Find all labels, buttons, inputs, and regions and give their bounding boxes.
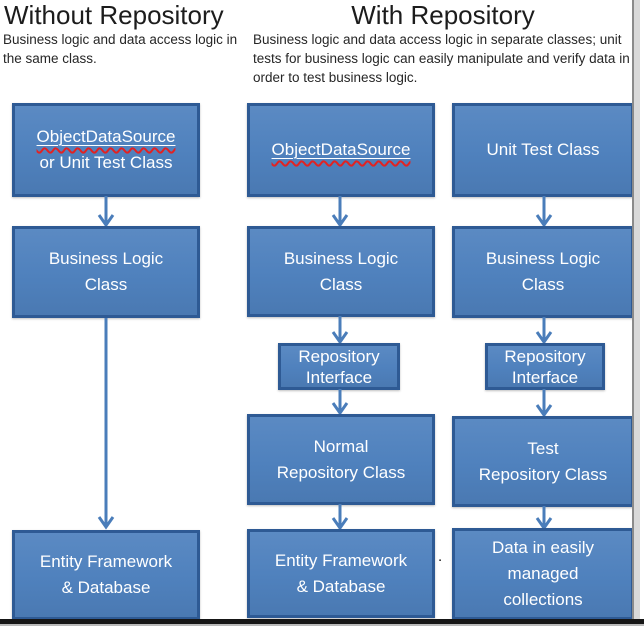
arrow-down-icon: [331, 504, 349, 531]
arrow-down-icon: [535, 317, 553, 345]
box-business-logic-class-normal: Business Logic Class: [247, 226, 435, 317]
box-entity-framework-database-without: Entity Framework & Database: [12, 530, 200, 620]
box-repository-interface-normal: Repository Interface: [278, 343, 400, 390]
box-repository-interface-test: Repository Interface: [485, 343, 605, 390]
spellcheck-underline: ObjectDataSource: [36, 127, 176, 146]
arrow-down-long-icon: [97, 318, 115, 530]
box-test-repository-class: Test Repository Class: [452, 416, 634, 507]
stray-period-mark: .: [438, 548, 443, 565]
arrow-down-icon: [535, 506, 553, 531]
box-entity-framework-database-normal: Entity Framework & Database: [247, 529, 435, 618]
arrow-down-icon: [331, 389, 349, 416]
section-title-with-repository: With Repository: [351, 0, 535, 30]
screenshot-border-right: [632, 0, 634, 620]
box-unit-test-class: Unit Test Class: [452, 103, 634, 197]
box-objectdatasource-or-unit-test-class: ObjectDataSource or Unit Test Class: [12, 103, 200, 197]
arrow-down-icon: [331, 196, 349, 228]
arrow-down-icon: [535, 196, 553, 228]
screenshot-border-bottom: [0, 619, 644, 624]
screenshot-shadow-bottom: [0, 624, 644, 626]
description-without-repository: Business logic and data access logic in …: [3, 32, 238, 66]
spellcheck-underline: ObjectDataSource: [271, 140, 411, 159]
box-data-in-easily-managed-collections: Data in easily managed collections: [452, 528, 634, 620]
box-normal-repository-class: Normal Repository Class: [247, 414, 435, 505]
arrow-down-icon: [535, 389, 553, 418]
description-with-repository: Business logic and data access logic in …: [253, 32, 630, 85]
screenshot-shadow-right: [634, 0, 640, 620]
arrow-down-icon: [331, 316, 349, 345]
box-objectdatasource-normal: ObjectDataSource: [247, 103, 435, 197]
arrow-down-icon: [97, 196, 115, 228]
section-title-without-repository: Without Repository: [4, 0, 224, 30]
box-business-logic-class-without: Business Logic Class: [12, 226, 200, 318]
box-business-logic-class-test: Business Logic Class: [452, 226, 634, 318]
